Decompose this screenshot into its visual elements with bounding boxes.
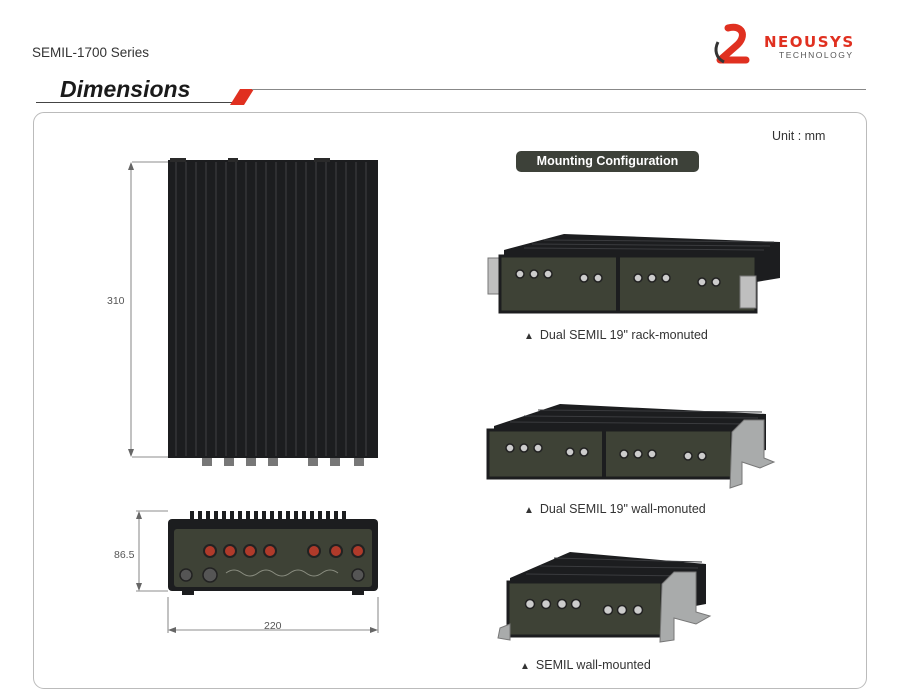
single-wall-mount-image (497, 552, 712, 643)
rack-mount-image (487, 234, 780, 314)
brand-subtitle: TECHNOLOGY (779, 50, 854, 60)
accent-slash (230, 89, 254, 105)
top-view-drawing (128, 158, 378, 466)
caption-wall-mounted: ▲SEMIL wall-mounted (520, 658, 651, 672)
title-underline (36, 102, 232, 103)
triangle-bullet-icon: ▲ (524, 505, 534, 516)
mounting-config-title: Mounting Configuration (516, 151, 699, 172)
height-dimension-label: 310 (107, 295, 125, 307)
caption-rack-mounted: ▲Dual SEMIL 19" rack-monuted (524, 328, 708, 342)
series-title: SEMIL-1700 Series (32, 45, 150, 60)
triangle-bullet-icon: ▲ (520, 661, 530, 672)
neousys-logo-icon (714, 23, 750, 64)
page-title: Dimensions (60, 76, 191, 102)
dual-wall-mount-image (486, 404, 776, 489)
unit-label: Unit : mm (772, 129, 826, 143)
front-view-drawing (136, 510, 379, 633)
front-height-label: 86.5 (114, 549, 135, 561)
header-rule (252, 89, 866, 90)
caption-dual-wall-mounted: ▲Dual SEMIL 19" wall-monuted (524, 502, 706, 516)
triangle-bullet-icon: ▲ (524, 331, 534, 342)
brand-name: neousys (764, 33, 855, 51)
front-width-label: 220 (264, 620, 282, 632)
